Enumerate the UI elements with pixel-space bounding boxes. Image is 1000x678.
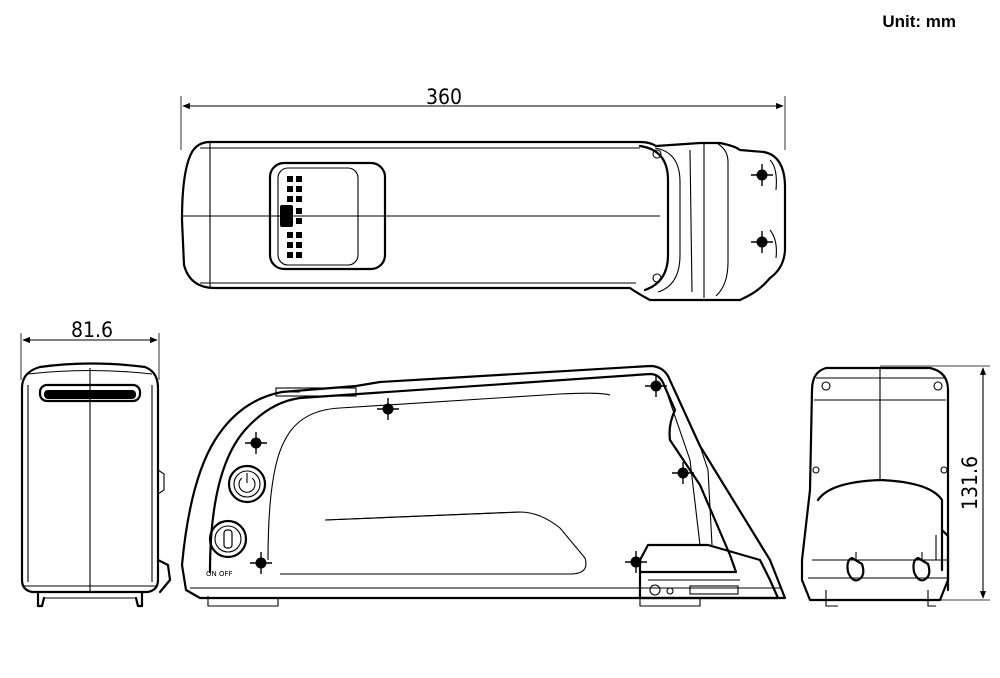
dimension-width-label: 81.6 [71, 318, 113, 342]
power-button [227, 464, 267, 504]
side-view: ON OFF [180, 364, 787, 607]
dimension-height: 131.6 [880, 365, 990, 601]
connector-pins [280, 176, 302, 258]
dimension-length-label: 360 [426, 85, 462, 109]
dimension-height-label: 131.6 [958, 456, 982, 510]
dimension-width: 81.6 [20, 318, 160, 380]
unit-label: Unit: mm [882, 12, 956, 31]
top-view: 360 [180, 85, 787, 302]
end-view-right: 131.6 [800, 365, 990, 607]
dimension-length: 360 [180, 85, 786, 150]
key-switch [208, 519, 248, 559]
right-mount-hooks [846, 552, 931, 582]
switch-marking: ON OFF [206, 570, 233, 578]
end-view-left: 81.6 [20, 318, 172, 608]
